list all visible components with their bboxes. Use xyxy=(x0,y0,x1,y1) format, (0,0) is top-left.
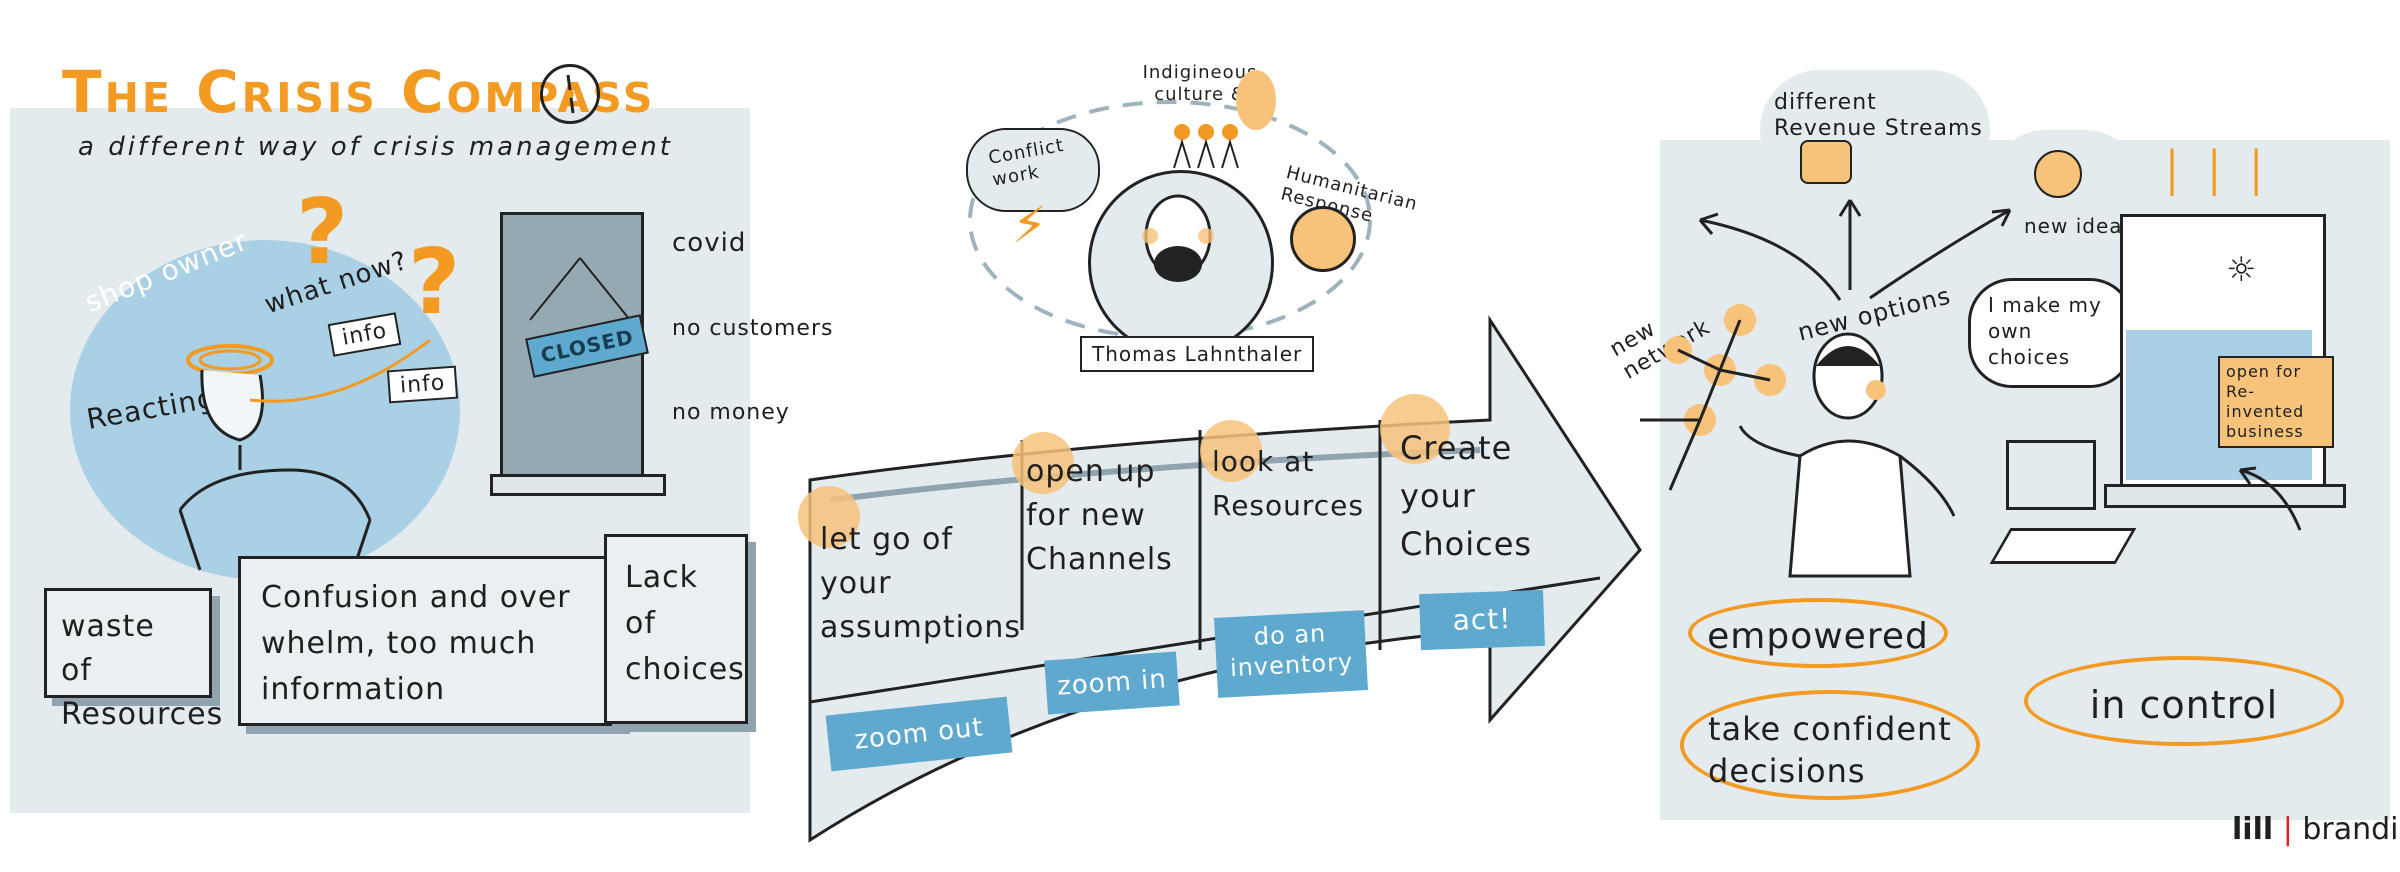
revenue-label: different Revenue Streams xyxy=(1774,90,1983,141)
compass-icon xyxy=(540,64,600,124)
action-zoom-in: zoom in xyxy=(1044,651,1180,715)
blue-circle xyxy=(70,240,460,580)
new-ideas-label: new ideas xyxy=(2024,214,2134,238)
action-do-an-inventory: do an inventory xyxy=(1214,610,1368,698)
box-lack-of-choices: Lack of choices xyxy=(604,534,748,724)
step-3-text: look at Resources xyxy=(1212,445,1364,522)
enter-arrow xyxy=(2238,466,2302,531)
page-subtitle: a different way of crisis management xyxy=(78,132,673,162)
step-dot xyxy=(1200,420,1262,482)
tree-icon xyxy=(1236,70,1276,130)
sun-rays-icon: │││ xyxy=(2160,150,2287,196)
indigenous-label: Indigineous culture & xyxy=(1142,62,1258,105)
brand-credit: lill | branding xyxy=(2232,812,2400,847)
globe-icon xyxy=(1290,206,1356,272)
network-icon xyxy=(1640,304,1786,491)
door-sign: open for Re-invented business xyxy=(2218,356,2334,448)
conflict-cloud xyxy=(966,128,1100,212)
step-4-text: Create your Choices xyxy=(1400,429,1533,563)
speech-text: I make my own choices xyxy=(1988,293,2102,369)
speech-bubble xyxy=(1968,278,2134,388)
closed-sign-string xyxy=(529,257,631,321)
step-dot xyxy=(798,486,860,548)
question-mark-icon: ? xyxy=(296,180,349,285)
brand-right: branding xyxy=(2302,812,2400,847)
coins-icon xyxy=(1800,140,1852,184)
step-dot xyxy=(1012,432,1074,494)
step-2-text: open up for new Channels xyxy=(1026,454,1173,577)
portrait-figure xyxy=(1142,194,1214,282)
lightning-icon: ⚡ xyxy=(1012,196,1048,254)
people-icon xyxy=(1173,124,1239,169)
lightbulb-icon xyxy=(2034,150,2082,198)
step-1-text: let go of your assumptions xyxy=(820,522,1022,645)
action-act: act! xyxy=(1419,589,1545,651)
reason-no-customers: no customers xyxy=(672,316,834,341)
reason-covid: covid xyxy=(672,228,747,258)
door-step xyxy=(490,474,666,496)
outcome-take-confident-decisions: take confident decisions xyxy=(1680,690,1980,800)
portrait-name: Thomas Lahnthaler xyxy=(1080,336,1315,372)
laptop-icon xyxy=(2006,440,2096,510)
box-confusion: Confusion and over whelm, too much infor… xyxy=(238,556,622,726)
question-mark-icon: ? xyxy=(408,230,461,335)
open-door-step xyxy=(2104,484,2346,508)
revenue-cloud xyxy=(1760,70,1990,190)
sun-icon: ☼ xyxy=(2226,250,2257,290)
reason-no-money: no money xyxy=(672,400,790,425)
box-waste-of-resources: waste of Resources xyxy=(44,588,222,732)
keyboard-icon xyxy=(1989,528,2137,564)
outcome-in-control: in control xyxy=(2024,656,2344,746)
empowered-figure xyxy=(1738,332,1956,578)
shop-owner-figure xyxy=(178,338,431,581)
brand-divider: | xyxy=(2282,812,2293,847)
option-arrows xyxy=(1698,199,2012,301)
step-dot xyxy=(1380,394,1450,464)
outcome-empowered: empowered xyxy=(1688,598,1948,668)
brand-left: lill xyxy=(2232,812,2274,847)
